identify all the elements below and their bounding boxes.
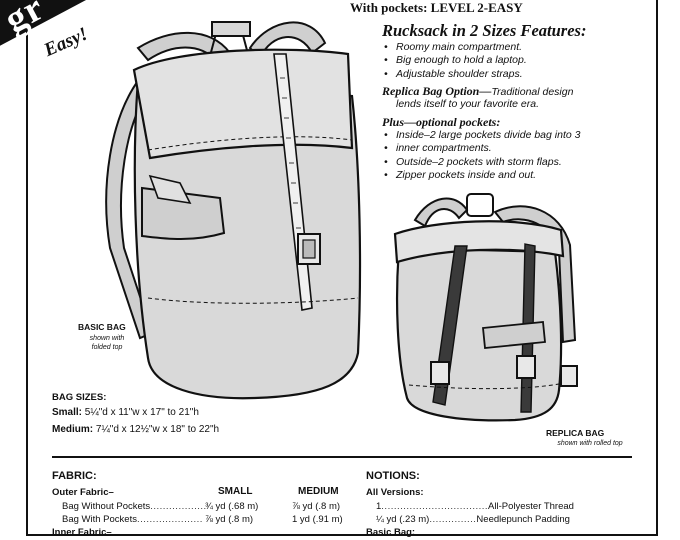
basic-bag-label: BASIC BAG	[78, 322, 126, 332]
fabric-row-small: ¾ yd (.68 m)	[205, 501, 259, 512]
features-title: Rucksack in 2 Sizes Features:	[382, 21, 587, 40]
outer-fabric-label: Outer Fabric–	[52, 487, 114, 498]
replica-bag-label: REPLICA BAG	[546, 428, 605, 438]
notions-row: ¼ yd (.23 m)...............Needlepunch P…	[376, 514, 570, 525]
section-divider	[52, 456, 632, 458]
fabric-row-medium: 1 yd (.91 m)	[292, 514, 343, 525]
col-medium: MEDIUM	[298, 486, 339, 497]
fabric-row-small: ⅞ yd (.8 m)	[205, 514, 254, 525]
basic-bag-notions-label: Basic Bag:	[366, 527, 416, 538]
all-versions-label: All Versions:	[366, 487, 424, 498]
feature-item: Adjustable shoulder straps.	[382, 68, 527, 82]
basic-bag-illustration	[105, 21, 362, 400]
bag-sizes-title: BAG SIZES:	[52, 392, 107, 403]
features-list: Roomy main compartment. Big enough to ho…	[382, 41, 527, 82]
pocket-item-cont: inner compartments.	[382, 142, 580, 156]
fabric-row: Bag Without Pockets..................	[62, 501, 207, 512]
page-border	[26, 0, 658, 536]
pocket-item: Inside–2 large pockets divide bag into 3	[382, 129, 580, 143]
inner-fabric-label: Inner Fabric–	[52, 527, 112, 538]
replica-bag-caption: shown with rolled top	[557, 440, 623, 447]
feature-item: Roomy main compartment.	[382, 41, 527, 55]
size-small: Small: 5¼"d x 11"w x 17" to 21"h	[52, 407, 199, 418]
pocket-item: Outside–2 pockets with storm flaps.	[382, 156, 580, 170]
replica-option-text: Traditional design	[491, 86, 574, 98]
fabric-row: Bag With Pockets.....................	[62, 514, 203, 525]
notions-row: 1..................................All-P…	[376, 501, 574, 512]
replica-option: Replica Bag Option—Traditional design	[382, 84, 573, 99]
fabric-title: FABRIC:	[52, 470, 97, 482]
replica-option-title: Replica Bag Option—	[382, 84, 492, 98]
replica-bag-illustration	[393, 193, 578, 422]
col-small: SMALL	[218, 486, 253, 497]
pockets-level: With pockets: LEVEL 2-EASY	[350, 0, 523, 15]
basic-bag-caption: shown with folded top	[89, 335, 125, 351]
fabric-row-medium: ⅞ yd (.8 m)	[292, 501, 341, 512]
optional-pockets-title: Plus—optional pockets:	[382, 115, 501, 129]
replica-option-text-2: lends itself to your favorite era.	[396, 98, 539, 110]
size-medium: Medium: 7¼"d x 12½"w x 18" to 22"h	[52, 424, 220, 435]
feature-item: Big enough to hold a laptop.	[382, 54, 527, 68]
optional-pockets-list: Inside–2 large pockets divide bag into 3…	[382, 129, 580, 183]
pocket-item: Zipper pockets inside and out.	[382, 169, 580, 183]
notions-title: NOTIONS:	[366, 470, 420, 482]
